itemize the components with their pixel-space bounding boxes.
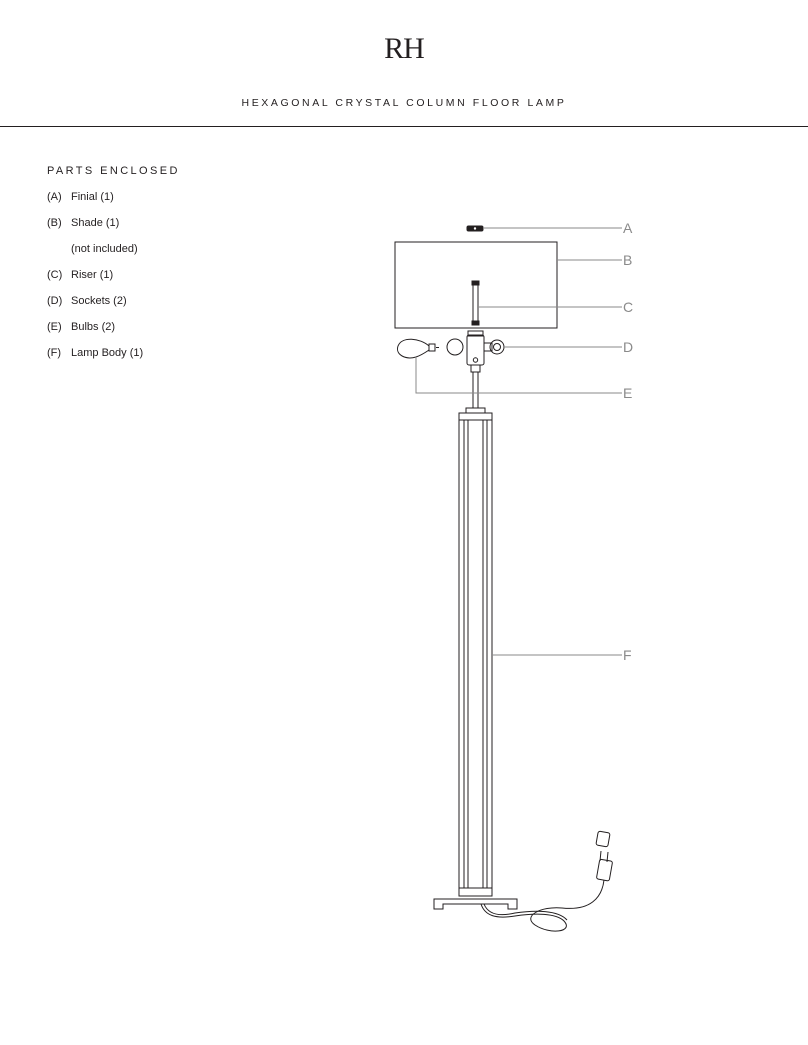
column-top-cap	[465, 407, 486, 414]
callout-leaders	[415, 227, 622, 656]
part-item-bulbs: (E) Bulbs (2)	[47, 320, 143, 346]
callout-label-c: C	[623, 299, 633, 315]
part-item-shade-note: (not included)	[47, 242, 143, 268]
part-label: Riser (1)	[71, 269, 114, 281]
callout-label-f: F	[623, 647, 632, 663]
part-letter: (C)	[47, 269, 63, 281]
power-cord	[480, 879, 605, 932]
callout-label-d: D	[623, 339, 633, 355]
part-item-lamp-body: (F) Lamp Body (1)	[47, 346, 143, 372]
part-label: Bulbs (2)	[71, 321, 116, 333]
part-item-shade: (B) Shade (1)	[47, 216, 143, 242]
part-label: Finial (1)	[71, 191, 114, 203]
socket-ring-part	[446, 338, 464, 356]
parts-enclosed-heading: PARTS ENCLOSED	[47, 165, 180, 177]
part-item-sockets: (D) Sockets (2)	[47, 294, 143, 320]
lamp-base	[433, 898, 518, 910]
part-label: Shade (1)	[71, 217, 120, 229]
callout-label-a: A	[623, 220, 633, 236]
lamp-stem	[472, 372, 479, 408]
part-letter: (F)	[47, 347, 62, 359]
power-plug	[595, 830, 613, 882]
part-letter: (A)	[47, 191, 62, 203]
parts-list: (A) Finial (1) (B) Shade (1) (not included…	[47, 190, 143, 372]
leader-e	[415, 357, 622, 394]
part-letter: (B)	[47, 217, 62, 229]
part-note: (not included)	[71, 243, 138, 255]
part-item-riser: (C) Riser (1)	[47, 268, 143, 294]
part-item-finial: (A) Finial (1)	[47, 190, 143, 216]
riser-part	[471, 280, 480, 326]
part-label: Sockets (2)	[71, 295, 127, 307]
column-bottom-plate	[458, 887, 493, 897]
part-label: Lamp Body (1)	[71, 347, 144, 359]
socket-part	[466, 330, 505, 373]
shade-part	[394, 241, 558, 329]
lamp-column	[458, 420, 493, 888]
column-top-plate	[458, 412, 493, 421]
callout-label-b: B	[623, 252, 632, 268]
callout-label-e: E	[623, 385, 632, 401]
bulb-part	[397, 338, 439, 359]
brand-logo: RH	[384, 32, 425, 65]
part-letter: (E)	[47, 321, 62, 333]
header-divider	[0, 126, 808, 127]
part-letter: (D)	[47, 295, 63, 307]
power-cord-inner	[483, 903, 568, 921]
document-title: HEXAGONAL CRYSTAL COLUMN FLOOR LAMP	[241, 97, 567, 109]
finial-part	[466, 225, 484, 232]
